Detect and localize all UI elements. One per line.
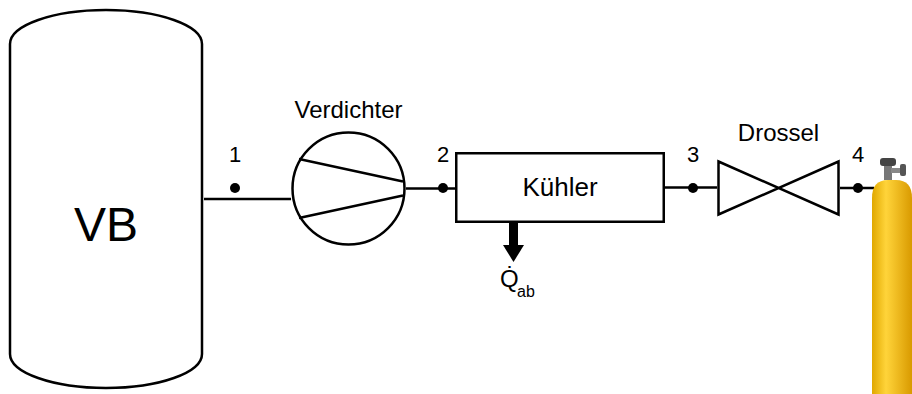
state-point bbox=[853, 183, 863, 193]
heat-flow-label: Q̇ bbox=[500, 267, 519, 291]
tank-node: VB bbox=[8, 8, 204, 390]
pipe-connector bbox=[665, 187, 717, 188]
node-outline bbox=[717, 160, 840, 216]
state-point bbox=[230, 183, 240, 193]
state-number: 2 bbox=[437, 144, 449, 166]
state-number: 1 bbox=[229, 144, 241, 166]
component-label: Drossel bbox=[738, 120, 819, 146]
state-number: 3 bbox=[687, 144, 699, 166]
pipe-connector bbox=[204, 199, 291, 200]
component-label: Verdichter bbox=[294, 97, 402, 123]
pipe-connector bbox=[406, 188, 455, 189]
compressor-node: Verdichter bbox=[291, 131, 406, 246]
cooler-box: Kühler bbox=[455, 152, 665, 223]
node-label: Kühler bbox=[522, 173, 597, 202]
state-number: 4 bbox=[852, 144, 864, 166]
heat-arrow bbox=[503, 222, 524, 262]
throttle-node: Drossel bbox=[717, 160, 840, 216]
gas-bottle bbox=[872, 158, 912, 394]
node-outline bbox=[291, 131, 406, 246]
heat-flow-label: ab bbox=[517, 284, 535, 300]
node-label: VB bbox=[74, 199, 138, 252]
